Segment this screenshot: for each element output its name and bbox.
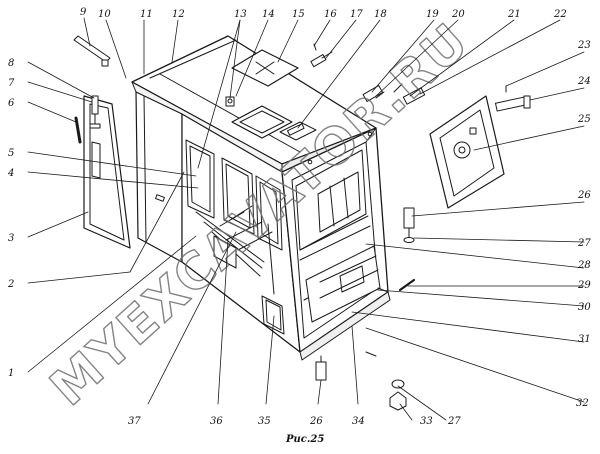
callout-24: 24: [577, 76, 591, 87]
callout-29: 29: [577, 280, 591, 291]
door-seal: [83, 95, 131, 249]
callout-8: 8: [8, 58, 14, 69]
callout-27-bottom: 27: [447, 416, 461, 427]
callout-1: 1: [8, 368, 14, 379]
callouts: 1 2 3 4 5 6 7 8 9 10 11 12 13 14 15 16 1…: [7, 7, 591, 427]
cab-body: [131, 35, 391, 361]
callout-13: 13: [234, 9, 247, 20]
callout-2: 2: [7, 279, 14, 290]
callout-17: 17: [350, 9, 363, 20]
roof-hatch-opening: [231, 105, 293, 139]
bolt-26-right: [403, 207, 415, 243]
callout-26: 26: [577, 190, 591, 201]
callout-30: 30: [578, 302, 591, 313]
callout-33: 33: [420, 416, 433, 427]
callout-18: 18: [374, 9, 387, 20]
hatch-cover: [231, 49, 299, 87]
bolt-26-bottom: [315, 355, 327, 381]
callout-6: 6: [8, 98, 15, 109]
callout-25: 25: [577, 114, 591, 125]
callout-26-bottom: 26: [309, 416, 323, 427]
nut-33: [365, 351, 407, 411]
callout-4: 4: [7, 168, 14, 179]
lower-side-window: [261, 295, 285, 335]
callout-20: 20: [451, 9, 465, 20]
hinge-bolts: [362, 83, 426, 105]
callout-10: 10: [98, 9, 111, 20]
callout-23: 23: [577, 40, 591, 51]
bolt-17: [310, 43, 333, 68]
callout-15: 15: [292, 9, 305, 20]
callout-28: 28: [577, 260, 591, 271]
callout-14: 14: [262, 9, 275, 20]
callout-12: 12: [172, 9, 185, 20]
leader-lines: [27, 17, 585, 421]
cab-left-wall: [135, 91, 183, 263]
callout-21: 21: [507, 9, 521, 20]
bolt-7: [89, 95, 101, 129]
callout-27: 27: [577, 238, 591, 249]
callout-35: 35: [258, 416, 271, 427]
callout-34: 34: [352, 416, 365, 427]
callout-7: 7: [8, 78, 15, 89]
callout-16: 16: [324, 9, 337, 20]
bolt-24: [494, 95, 531, 112]
callout-9: 9: [80, 7, 87, 18]
callout-5: 5: [8, 148, 14, 159]
callout-37: 37: [128, 416, 141, 427]
callout-11: 11: [140, 9, 153, 20]
callout-31: 31: [578, 334, 591, 345]
callout-32: 32: [576, 398, 589, 409]
callout-36: 36: [210, 416, 223, 427]
callout-19: 19: [426, 9, 439, 20]
hinge-plate: [429, 95, 505, 209]
figure-caption: Рис.25: [285, 434, 324, 445]
callout-3: 3: [8, 233, 14, 244]
callout-22: 22: [553, 9, 567, 20]
part-9: [73, 35, 111, 67]
